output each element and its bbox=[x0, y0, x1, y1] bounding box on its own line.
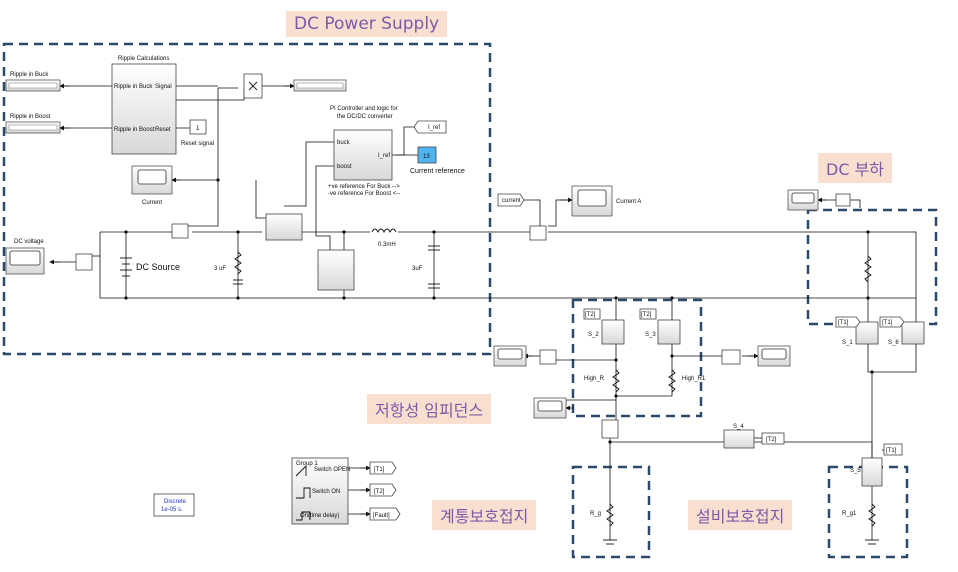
switch-s4[interactable] bbox=[723, 429, 755, 449]
label-reset-signal: Reset signal bbox=[181, 141, 214, 147]
measure-high-r-left[interactable] bbox=[539, 349, 557, 365]
label-s3: S_3 bbox=[645, 332, 656, 338]
reset-constant[interactable] bbox=[189, 119, 207, 135]
region-dc-load bbox=[806, 208, 938, 326]
region-resistive-impedance bbox=[571, 298, 703, 418]
label-current-reference: Current reference bbox=[410, 168, 465, 175]
label-group-title: Group 1 bbox=[296, 461, 318, 467]
label-discrete-1: Discrete bbox=[164, 499, 187, 505]
label-switch-on: Switch ON bbox=[312, 489, 340, 495]
from-t2-a[interactable] bbox=[583, 308, 601, 320]
from-t1-a[interactable] bbox=[835, 316, 861, 328]
label-pi-title-1: PI Controller and logic for bbox=[330, 106, 398, 112]
switch-s1[interactable] bbox=[855, 321, 879, 345]
callout-equipment-grounding: 설비보호접지 bbox=[688, 500, 793, 530]
label-t1-a: [T1] bbox=[838, 320, 849, 326]
label-goto-iref: I_ref bbox=[428, 125, 440, 131]
from-t2-s4[interactable] bbox=[761, 432, 785, 445]
label-t2-s4: [T2] bbox=[766, 437, 777, 443]
callout-system-grounding: 계통보호접지 bbox=[432, 500, 537, 530]
goto-t2[interactable] bbox=[369, 483, 397, 497]
label-dc-source: DC Source bbox=[136, 262, 180, 272]
label-s4: S_4 bbox=[733, 424, 744, 430]
label-ripple-boost: Ripple in Boost bbox=[10, 114, 51, 120]
label-goto-fault: [Fault] bbox=[373, 513, 390, 519]
label-r-g: R_g bbox=[590, 511, 601, 517]
label-dc-voltage: DC voltage bbox=[14, 239, 44, 245]
voltage-measurement[interactable] bbox=[75, 253, 93, 271]
callout-resistive-impedance: 저항성 임피던스 bbox=[367, 394, 492, 424]
switch-buck[interactable] bbox=[265, 213, 303, 241]
label-current-a: Current A bbox=[616, 199, 641, 205]
dc-load-measure[interactable] bbox=[835, 193, 851, 207]
label-current: Current bbox=[142, 200, 162, 206]
label-current-ref-value: 13 bbox=[423, 154, 430, 160]
label-current-tag: current bbox=[502, 198, 521, 204]
switch-s5[interactable] bbox=[861, 457, 883, 487]
label-t1-b: [T1] bbox=[882, 320, 893, 326]
scope-group bbox=[9, 165, 819, 419]
label-port-ripple-boost: Ripple in Boost bbox=[114, 127, 155, 133]
label-high-r1: High_R1 bbox=[682, 376, 706, 382]
label-pi-title-2: the DC/DC converter bbox=[337, 114, 393, 120]
callout-dc-power-supply: DC Power Supply bbox=[286, 11, 448, 37]
label-ripple-buck: Ripple in Buck bbox=[10, 72, 49, 78]
label-s2: S_2 bbox=[588, 332, 599, 338]
measure-high-r-right[interactable] bbox=[721, 349, 741, 365]
switch-s2[interactable] bbox=[601, 319, 625, 345]
label-port-reset: Reset bbox=[155, 127, 171, 133]
from-current[interactable] bbox=[497, 193, 525, 207]
label-t2-a: [T2] bbox=[585, 312, 596, 318]
label-cap1: 3 uF bbox=[214, 266, 226, 272]
from-t1-b[interactable] bbox=[879, 316, 905, 328]
ripple-calculations-block[interactable] bbox=[111, 63, 177, 155]
switch-s3[interactable] bbox=[657, 319, 681, 345]
current-measurement-a[interactable] bbox=[529, 225, 547, 241]
label-t1-s5: [T1] bbox=[886, 448, 897, 454]
label-port-buck: buck bbox=[337, 140, 351, 146]
from-t2-b[interactable] bbox=[639, 308, 657, 320]
label-goto-t2: [T2] bbox=[374, 489, 385, 495]
label-reset-value: 1 bbox=[196, 126, 200, 132]
callout-dc-load: DC 부하 bbox=[818, 153, 893, 183]
label-on-time: On(time delay) bbox=[300, 513, 339, 519]
current-measurement-top[interactable] bbox=[171, 223, 189, 239]
label-s6: S_6 bbox=[888, 340, 899, 346]
label-t2-b: [T2] bbox=[641, 312, 652, 318]
measure-ground[interactable] bbox=[601, 419, 619, 439]
goto-t1[interactable] bbox=[369, 461, 397, 475]
label-port-boost: boost bbox=[337, 164, 352, 170]
label-cap2: 3uF bbox=[412, 266, 423, 272]
region-dc-power-supply bbox=[2, 42, 492, 356]
switch-s6[interactable] bbox=[901, 321, 925, 345]
region-system-grounding bbox=[571, 465, 651, 559]
label-r-g1: R_g1 bbox=[842, 511, 857, 517]
label-high-r: High_R bbox=[584, 376, 605, 382]
label-ripple-calc-title: Ripple Calculations bbox=[118, 56, 169, 62]
label-port-signal: Signal bbox=[155, 84, 172, 90]
current-ref-constant[interactable] bbox=[417, 146, 437, 164]
goto-iref[interactable] bbox=[413, 120, 447, 134]
label-discrete-2: 1e-05 s. bbox=[161, 507, 183, 513]
igbt-boost[interactable] bbox=[317, 249, 355, 291]
discrete-powergui[interactable] bbox=[153, 493, 195, 517]
group-timer-block[interactable] bbox=[291, 457, 349, 525]
label-s5: S_5 bbox=[850, 468, 861, 474]
label-switch-open: Switch OPEN bbox=[314, 467, 350, 473]
label-note-buck: +ve reference For Buck --> bbox=[328, 184, 400, 190]
label-port-iref: I_ref bbox=[378, 153, 390, 159]
label-note-boost: -ve reference For Boost <-- bbox=[328, 191, 400, 197]
label-s1: S_1 bbox=[842, 340, 853, 346]
label-inductor: 0.3mH bbox=[378, 242, 396, 248]
pi-controller-block[interactable] bbox=[333, 129, 393, 181]
label-port-ripple-buck: Ripple in Buck bbox=[114, 84, 153, 90]
label-goto-t1: [T1] bbox=[374, 467, 385, 473]
goto-fault[interactable] bbox=[369, 507, 401, 521]
from-t1-s5[interactable] bbox=[883, 443, 903, 456]
